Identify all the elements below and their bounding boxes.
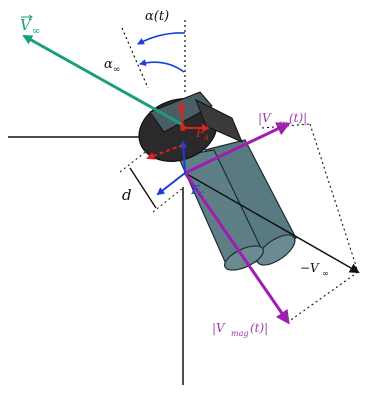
dotted-parallelogram-bottom	[287, 271, 359, 323]
label-v-mag: |V mag (t)|	[212, 321, 268, 338]
dotted-tilted-line	[121, 27, 149, 89]
label-neg-v-inf: −V ∞	[300, 261, 329, 278]
label-neg-v-inf-main: −V	[300, 261, 320, 275]
neg-v-inf-arrow	[184, 172, 360, 273]
label-v-inf-main: V	[20, 16, 33, 34]
dotted-ax-line	[261, 123, 311, 129]
dotted-parallelogram-right	[309, 123, 359, 273]
cylinder-body	[177, 139, 297, 271]
label-alpha-inf: α ∞	[104, 57, 121, 75]
f-c-arrow-left	[156, 172, 186, 196]
v-ax-arrow	[184, 122, 291, 175]
label-f-a: F A	[195, 126, 209, 142]
label-v-ax-tail: (t)|	[289, 111, 307, 125]
label-f-c-main: F	[190, 183, 200, 197]
label-alpha-inf-main: α	[104, 57, 113, 72]
label-v-mag-tail: (t)|	[250, 321, 268, 335]
f-a-arrow-up	[177, 102, 186, 129]
f-c-arrow-up	[179, 140, 188, 174]
label-neg-v-inf-sub: ∞	[322, 269, 329, 278]
label-f-c-sub: C	[199, 191, 205, 199]
v-inf-arrow	[22, 34, 184, 127]
f-a-arrow-left	[146, 144, 184, 160]
dotted-d-right	[152, 187, 184, 213]
label-v-mag-main: |V	[212, 321, 226, 335]
label-alpha-t: α(t)	[145, 9, 169, 24]
label-v-mag-sub: mag	[231, 329, 248, 338]
label-v-inf: V ∞	[20, 14, 40, 37]
label-alpha-inf-sub: ∞	[113, 65, 121, 75]
dotted-d-left	[119, 149, 149, 173]
label-d: d	[122, 186, 132, 204]
label-f-a-sub: A	[203, 134, 209, 142]
v-mag-arrow	[183, 172, 290, 325]
label-v-ax-main: |V	[258, 111, 272, 125]
alpha-t-arc	[137, 32, 186, 45]
alpha-inf-arc	[139, 59, 185, 73]
label-f-a-main: F	[195, 126, 205, 140]
label-v-ax: |V ax (t)|	[258, 111, 307, 128]
label-v-ax-sub: ax	[278, 119, 288, 128]
label-v-inf-sub: ∞	[32, 26, 40, 37]
label-f-c: F C	[190, 183, 205, 199]
d-dimension-line	[129, 167, 157, 209]
